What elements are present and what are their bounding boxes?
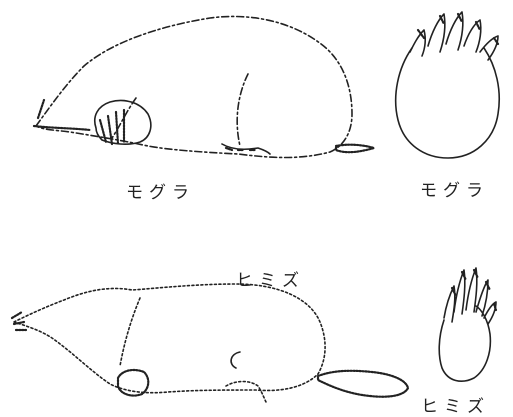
himizu-body-outline [14,284,325,393]
mogura-finger-1 [410,30,425,56]
himizu-snout-fur [12,312,26,330]
himizu-hand-fingers [444,268,496,324]
mogura-front-paw-claws [100,110,124,144]
mogura-back-line [237,74,248,146]
mogura-tail [336,145,374,152]
mogura-body-outline [36,16,352,157]
himizu-hand-palm [439,306,490,381]
label-mogura-hand: モグラ [420,176,489,201]
himizu-body-drawing [12,284,408,402]
mogura-hand-palm [396,48,500,158]
label-mogura-body: モグラ [126,178,195,203]
label-himizu-body: ヒミズ [236,266,305,291]
himizu-hand-drawing [439,268,496,381]
mogura-snout-fur [34,100,90,130]
mogura-body-drawing [34,16,374,157]
himizu-eye-curve [231,352,240,368]
himizu-tail [318,371,408,397]
himizu-hind-foot [226,382,266,403]
himizu-finger-4 [476,280,488,316]
himizu-shoulder-line [120,298,140,366]
label-himizu-hand: ヒミズ [421,392,490,417]
mogura-hand-drawing [396,12,500,158]
